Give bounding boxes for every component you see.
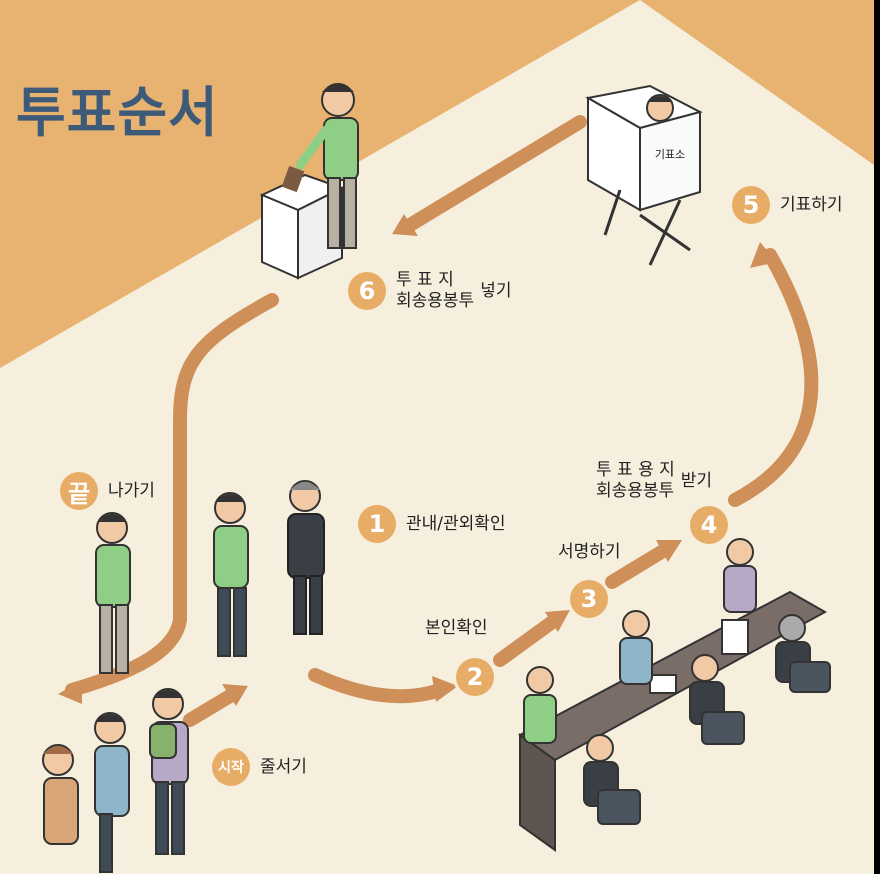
step-3-badge: 3 bbox=[570, 580, 608, 618]
arrow-5-to-6 bbox=[403, 115, 587, 232]
step-4-label-suffix: 받기 bbox=[680, 470, 713, 491]
ballot-box bbox=[259, 165, 345, 280]
person-exiting bbox=[95, 512, 131, 674]
step-4-label-line2: 회송용봉투 bbox=[596, 481, 675, 501]
ballot-printer bbox=[721, 619, 749, 655]
step-1-label: 관내/관외확인 bbox=[406, 513, 506, 534]
step-1-badge: 1 bbox=[358, 505, 396, 543]
step-2-badge: 2 bbox=[456, 658, 494, 696]
step-start-label: 줄서기 bbox=[260, 756, 307, 777]
step-5: 5 기표하기 bbox=[732, 186, 843, 224]
guide-official bbox=[287, 480, 325, 635]
election-desk bbox=[518, 590, 828, 852]
arrow-2-to-3 bbox=[493, 613, 562, 667]
step-6-badge: 6 bbox=[348, 272, 386, 310]
booth-sign: 기표소 bbox=[655, 148, 685, 161]
arrowhead-start bbox=[222, 684, 248, 706]
step-start: 시작 줄서기 bbox=[212, 748, 307, 786]
step-end-badge: 끝 bbox=[60, 472, 98, 510]
arrow-6-to-end bbox=[65, 293, 279, 697]
step-end-label: 나가기 bbox=[108, 480, 155, 501]
arrow-3-to-4 bbox=[605, 541, 675, 589]
step-5-label: 기표하기 bbox=[780, 194, 843, 215]
voter-at-check bbox=[213, 492, 249, 657]
arrow-4-to-5 bbox=[728, 248, 819, 507]
arrowhead-2 bbox=[432, 676, 458, 702]
step-4-badge: 4 bbox=[690, 506, 728, 544]
step-3-label: 서명하기 bbox=[558, 542, 621, 562]
step-6: 6 투 표 지 회송용봉투 넣기 bbox=[348, 270, 511, 312]
flow-arrows bbox=[65, 115, 819, 727]
voting-booth: 기표소 bbox=[585, 84, 703, 266]
top-right-tan-area bbox=[640, 0, 874, 165]
arrow-heads bbox=[58, 214, 777, 706]
arrow-1-to-2 bbox=[308, 668, 447, 704]
arrowhead-4 bbox=[656, 540, 682, 562]
step-6-label-line1: 투 표 지 bbox=[396, 270, 454, 290]
arrowhead-end bbox=[58, 680, 82, 704]
right-border bbox=[874, 0, 880, 874]
step-end: 끝 나가기 bbox=[60, 472, 155, 510]
id-scanner bbox=[649, 674, 677, 694]
desk-people bbox=[523, 538, 831, 825]
page-title: 투표순서 bbox=[16, 81, 219, 144]
arrow-start-to-1 bbox=[183, 686, 242, 727]
step-6-label-suffix: 넣기 bbox=[480, 280, 512, 301]
step-4-label-group: 투 표 용 지 회송용봉투 받기 bbox=[596, 460, 712, 502]
step-2-label: 본인확인 bbox=[425, 618, 488, 638]
waiting-queue bbox=[42, 688, 189, 873]
arrowhead-6 bbox=[392, 214, 418, 236]
step-5-badge: 5 bbox=[732, 186, 770, 224]
step-6-label-line2: 회송용봉투 bbox=[396, 291, 475, 311]
step-4-label-line1: 투 표 용 지 bbox=[596, 460, 675, 480]
step-start-badge: 시작 bbox=[212, 748, 250, 786]
arrowhead-5 bbox=[750, 242, 777, 268]
step-1: 1 관내/관외확인 bbox=[358, 505, 506, 543]
voter-casting-ballot bbox=[295, 83, 359, 249]
arrowhead-3 bbox=[545, 610, 570, 632]
